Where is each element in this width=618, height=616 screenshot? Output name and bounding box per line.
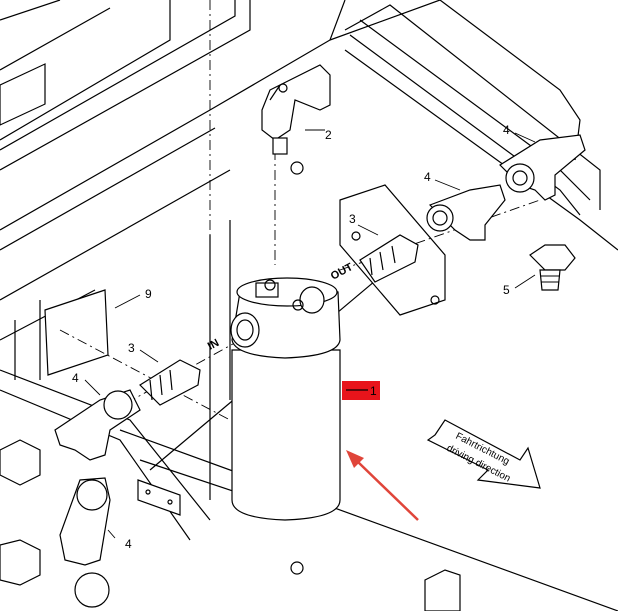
- leader-lines: [84, 129, 536, 539]
- red-pointer-arrow: [346, 450, 419, 521]
- callout-1: 1: [370, 384, 377, 398]
- fitting-out: [359, 234, 419, 283]
- callout-4-upper-right: 4: [503, 123, 510, 137]
- tee-fitting-middle-right: [426, 184, 506, 241]
- mounting-bracket: [261, 64, 331, 155]
- plate-9: [44, 289, 109, 376]
- hex-nuts-left: [0, 439, 41, 586]
- driving-direction-arrow: Fahrtrichtung driving direction: [426, 419, 541, 489]
- callout-4-left-upper: 4: [72, 371, 79, 385]
- tee-fitting-left-upper: [54, 389, 141, 461]
- fitting-in: [139, 359, 201, 406]
- port-label-in: IN: [206, 337, 221, 353]
- tee-fitting-upper-right: [499, 134, 586, 201]
- callout-2: 2: [325, 128, 332, 142]
- callout-3-in: 3: [128, 341, 135, 355]
- callout-9: 9: [145, 287, 152, 301]
- callout-4-left-lower: 4: [125, 537, 132, 551]
- tee-fitting-left-lower: [59, 477, 111, 608]
- callouts: 2 3 3 4 4 4 4 5 9: [72, 123, 510, 551]
- callout-3-out: 3: [349, 212, 356, 226]
- port-label-out: OUT: [329, 261, 355, 283]
- callout-4-middle-right: 4: [424, 170, 431, 184]
- callout-5: 5: [503, 283, 510, 297]
- filter-housing: [230, 277, 341, 521]
- highlight-callout-1: 1: [342, 381, 380, 400]
- plug-5: [529, 244, 576, 291]
